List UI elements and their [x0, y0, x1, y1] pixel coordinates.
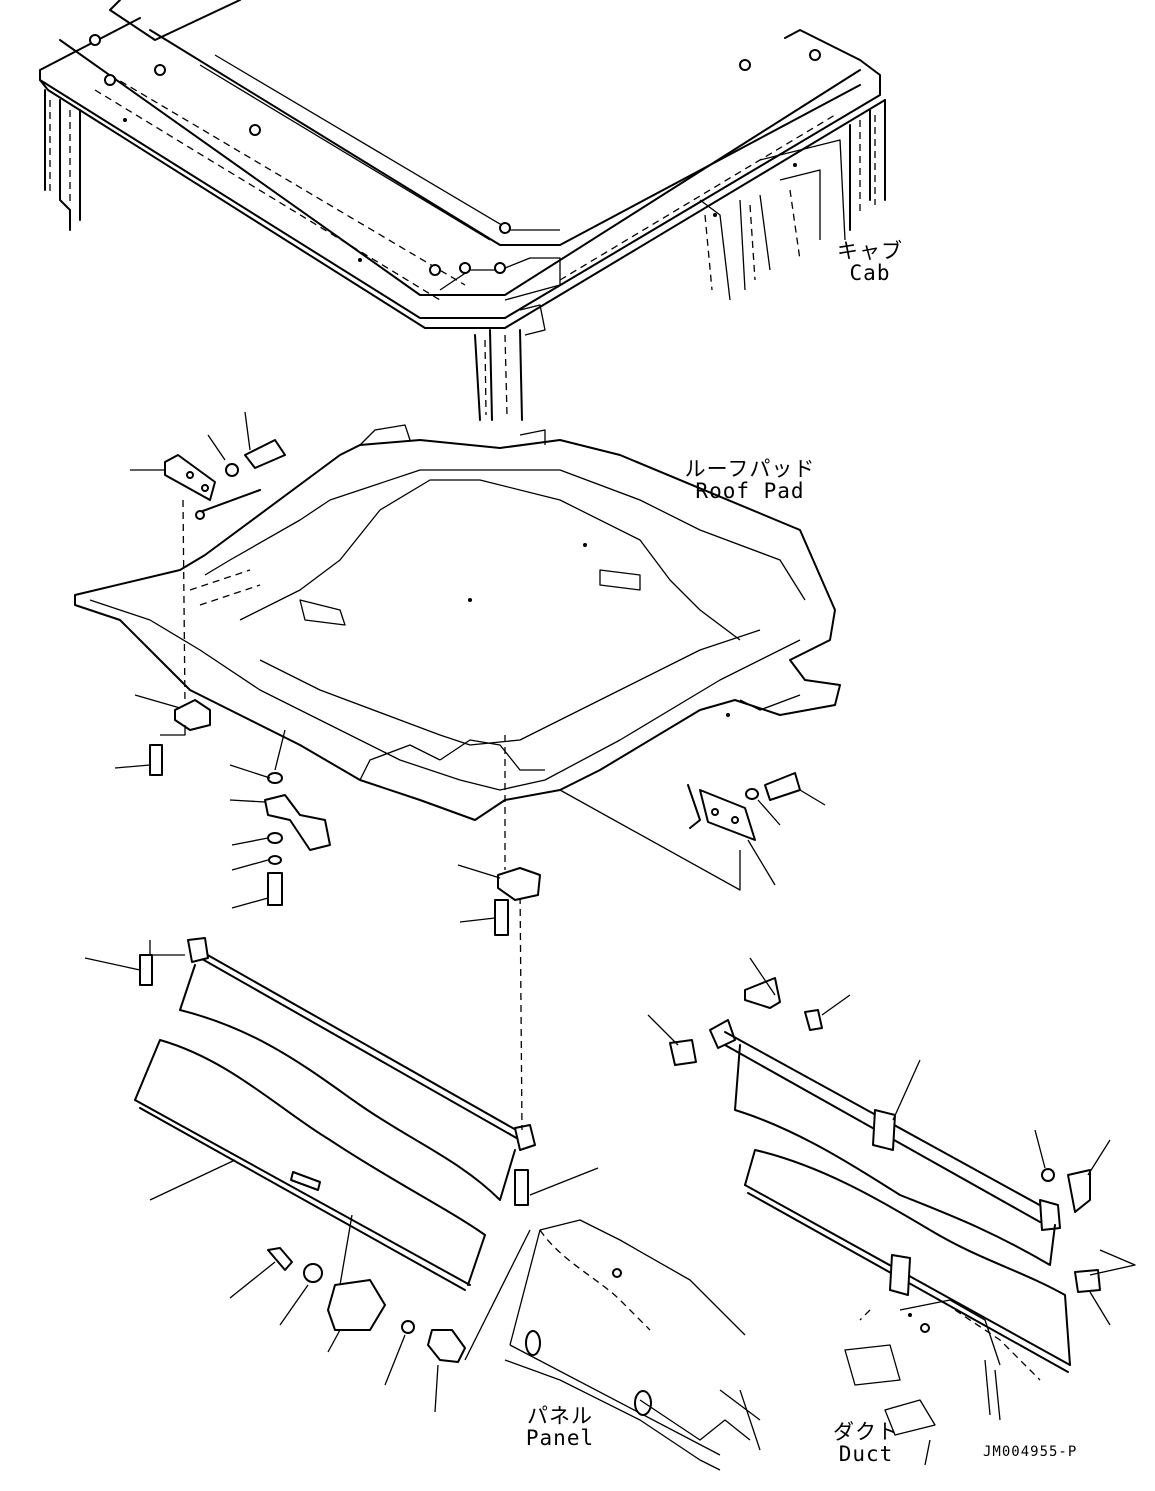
- duct-label-en: Duct: [838, 1442, 894, 1466]
- left-roller-shade: [84, 884, 536, 1291]
- roof-pad-label-ja: ルーフパッド: [684, 457, 816, 481]
- left-latch-parts: [229, 729, 331, 909]
- right-upper-bracket-assembly: [559, 772, 826, 891]
- duct-part: [844, 1299, 1041, 1466]
- center-hinge-bracket: [457, 735, 599, 1206]
- roof-pad: [74, 424, 841, 821]
- panel-label-en: Panel: [525, 1426, 595, 1450]
- drawing-code: JM004955-P: [983, 1444, 1078, 1460]
- panel-label: パネル Panel: [515, 1405, 605, 1449]
- right-roller-shade: [647, 957, 1136, 1373]
- duct-label: ダクト Duct: [826, 1421, 906, 1465]
- lower-left-fasteners: [229, 1214, 531, 1413]
- cab-label-en: Cab: [849, 261, 891, 285]
- cab-frame: [39, 0, 886, 421]
- roof-pad-label: ルーフパッド Roof Pad: [680, 458, 820, 502]
- cab-label: キャブ Cab: [820, 240, 920, 284]
- cab-bolt-heads: [89, 34, 821, 276]
- roof-pad-label-en: Roof Pad: [695, 479, 805, 503]
- cab-label-ja: キャブ: [837, 239, 903, 263]
- left-hinge-bracket: [114, 694, 211, 776]
- left-upper-bracket-assembly: [130, 411, 286, 706]
- duct-label-ja: ダクト: [833, 1420, 899, 1444]
- panel-label-ja: パネル: [527, 1404, 593, 1428]
- panel-part: [504, 1219, 761, 1471]
